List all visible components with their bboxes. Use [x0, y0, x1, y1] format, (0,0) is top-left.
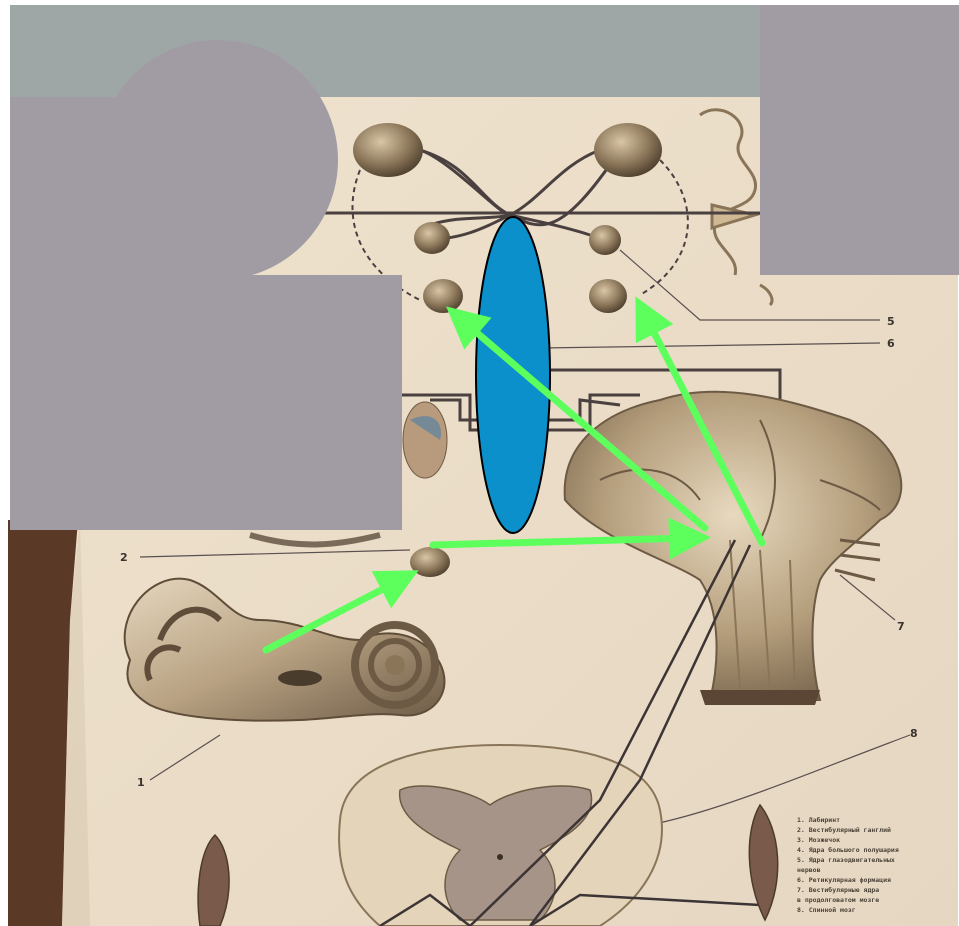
legend-line-4: 4. Ядра большого полушария	[797, 846, 899, 854]
legend-line-6: нервов	[797, 866, 821, 874]
legend-line-3: 3. Мозжечок	[797, 836, 840, 844]
nucleus-left-upper	[353, 123, 423, 177]
label-5: 5	[887, 315, 895, 328]
nucleus-left-lower	[423, 279, 463, 313]
legend-line-10: 8. Спинной мозг	[797, 906, 856, 914]
legend-line-7: 6. Ретикулярная формация	[797, 876, 891, 884]
legend-line-8: 7. Вестибулярные ядра	[797, 886, 879, 894]
left-upper-occluder	[10, 97, 210, 277]
legend-line-9: в продолговатом мозге	[797, 896, 879, 904]
top-band-occluder	[10, 5, 760, 97]
nucleus-right-middle	[589, 225, 621, 255]
nucleus-left-middle	[414, 222, 450, 254]
legend-line-1: 1. Лабиринт	[797, 816, 840, 824]
label-2: 2	[120, 551, 128, 564]
vestibular-ganglion	[410, 547, 450, 577]
left-large-occluder	[10, 275, 402, 530]
label-7: 7	[897, 620, 905, 633]
nucleus-right-upper	[594, 123, 662, 177]
blue-oval-marker	[476, 217, 550, 533]
label-6: 6	[887, 337, 895, 350]
label-8: 8	[910, 727, 918, 740]
nucleus-right-lower	[589, 279, 627, 313]
legend-line-5: 5. Ядра глазодвигательных	[797, 856, 895, 864]
top-right-occluder	[760, 5, 959, 275]
legend-line-2: 2. Вестибулярный ганглий	[797, 826, 891, 834]
label-1: 1	[137, 776, 145, 789]
